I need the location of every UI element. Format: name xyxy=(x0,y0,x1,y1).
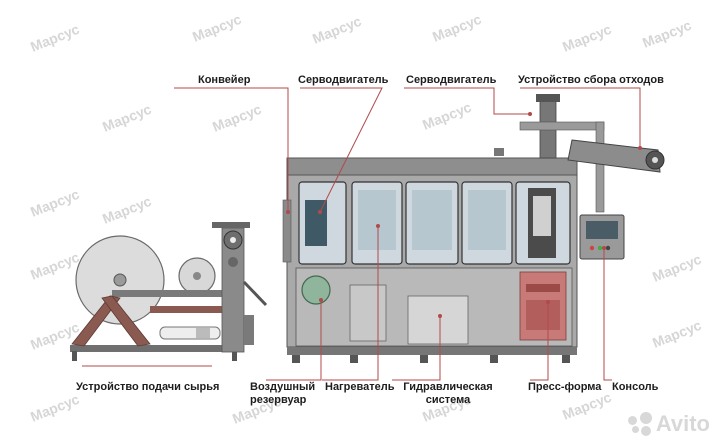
label-servo-motor-left: Серводвигатель xyxy=(298,74,389,86)
label-hydraulics: Гидравлическая система xyxy=(390,381,506,407)
label-servo-motor-right: Серводвигатель xyxy=(406,74,497,86)
label-press-mold: Пресс-форма xyxy=(528,381,602,393)
brand-dots-icon xyxy=(627,412,652,436)
label-hydraulics-line2: система xyxy=(425,394,471,406)
label-hydraulics-line1: Гидравлическая xyxy=(403,381,493,393)
label-conveyor: Конвейер xyxy=(198,74,251,86)
brand-logo: Avito xyxy=(627,411,710,437)
main-body xyxy=(282,157,578,363)
label-air-tank-line2: резервуар xyxy=(250,394,307,406)
leader-dots xyxy=(286,112,642,318)
waste-collector-unit xyxy=(494,94,665,213)
label-heater: Нагреватель xyxy=(325,381,395,393)
label-air-tank-line1: Воздушный xyxy=(250,381,316,393)
label-air-tank: Воздушный резервуар xyxy=(250,381,315,407)
label-raw-feed: Устройство подачи сырья xyxy=(76,381,220,393)
raw-feed-unit xyxy=(70,222,268,361)
label-waste-collector: Устройство сбора отходов xyxy=(518,74,664,86)
leader-lines xyxy=(82,87,641,381)
console-unit xyxy=(579,214,625,260)
label-console: Консоль xyxy=(612,381,659,393)
brand-name: Avito xyxy=(655,411,710,436)
